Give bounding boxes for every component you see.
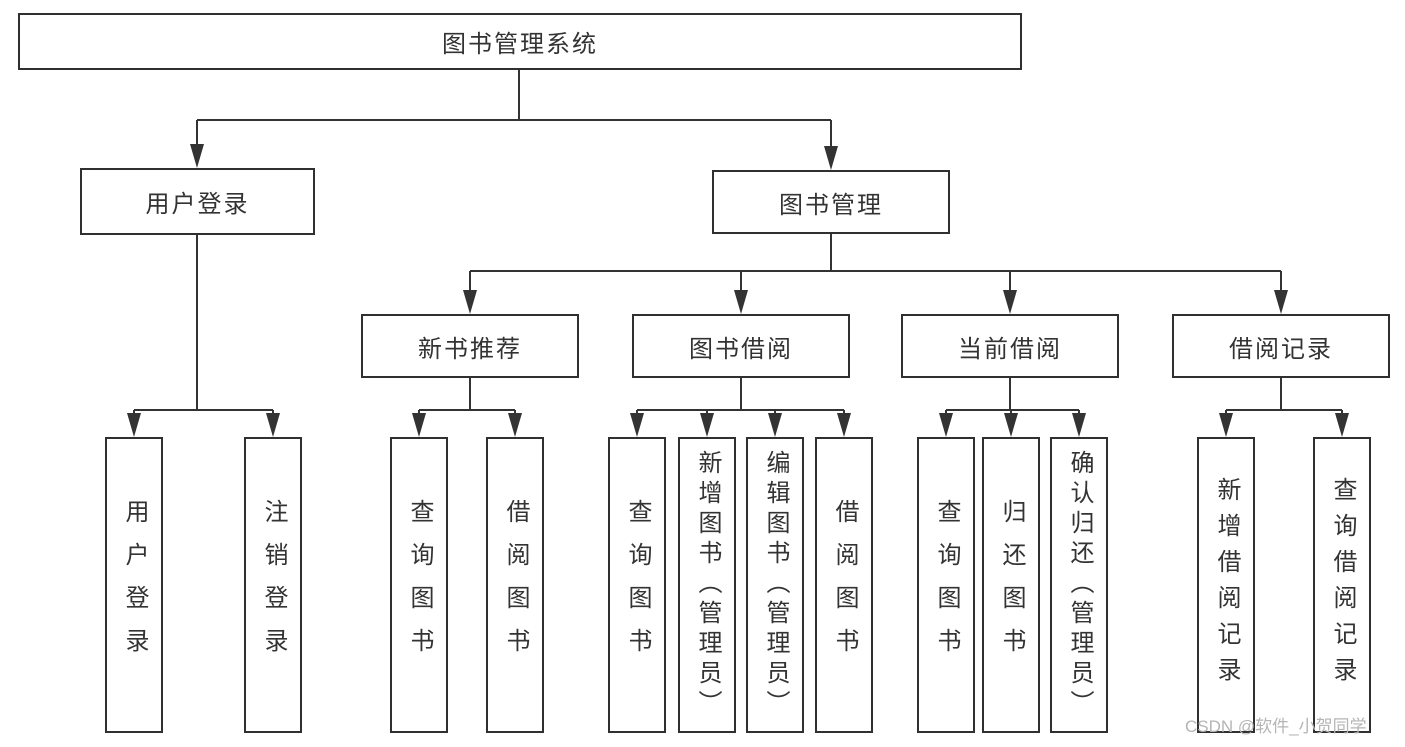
node-new-book-recommend: 新书推荐	[361, 314, 579, 378]
arrowheads	[127, 144, 1349, 437]
leaf-add-books-admin: 新增图书（管理员）	[678, 437, 736, 733]
node-library-system: 图书管理系统	[18, 13, 1022, 70]
leaf-return-books: 归还图书	[982, 437, 1040, 733]
node-library-system-label: 图书管理系统	[442, 31, 598, 58]
leaf-borrow-books: 借阅图书	[815, 437, 873, 733]
node-user-login-label: 用户登录	[145, 191, 250, 218]
leaf-borrow-books-recommend: 借阅图书	[486, 437, 544, 733]
node-current-borrowing: 当前借阅	[901, 314, 1119, 378]
leaf-query-books-recommend-label: 查询图书	[406, 499, 433, 671]
leaf-return-books-label: 归还图书	[998, 499, 1025, 671]
leaf-query-books-current: 查询图书	[917, 437, 975, 733]
leaf-confirm-return-admin-label: 确认归还（管理员）	[1066, 450, 1093, 720]
leaf-add-borrow-record-label: 新增借阅记录	[1213, 477, 1240, 693]
node-book-borrowing: 图书借阅	[632, 314, 850, 378]
node-borrow-records-label: 借阅记录	[1229, 335, 1333, 363]
node-book-borrowing-label: 图书借阅	[689, 335, 793, 363]
leaf-borrow-books-recommend-label: 借阅图书	[502, 499, 529, 671]
leaf-query-books-borrowing: 查询图书	[608, 437, 666, 733]
leaf-query-books-current-label: 查询图书	[933, 499, 960, 671]
csdn-watermark: CSDN @软件_小贺同学	[1185, 717, 1367, 736]
leaf-add-books-admin-label: 新增图书（管理员）	[694, 450, 721, 720]
leaf-query-books-borrowing-label: 查询图书	[624, 499, 651, 671]
leaf-user-login-label: 用户登录	[121, 499, 148, 671]
leaf-edit-books-admin-label: 编辑图书（管理员）	[762, 450, 789, 720]
node-current-borrowing-label: 当前借阅	[958, 335, 1062, 363]
node-book-management-label: 图书管理	[779, 191, 883, 219]
leaf-edit-books-admin: 编辑图书（管理员）	[746, 437, 804, 733]
leaf-borrow-books-label: 借阅图书	[831, 499, 858, 671]
leaf-confirm-return-admin: 确认归还（管理员）	[1050, 437, 1108, 733]
leaf-query-borrow-record: 查询借阅记录	[1313, 437, 1371, 733]
node-borrow-records: 借阅记录	[1172, 314, 1390, 378]
leaf-query-borrow-record-label: 查询借阅记录	[1329, 477, 1356, 693]
leaf-logout: 注销登录	[244, 437, 302, 733]
node-user-login: 用户登录	[80, 168, 315, 235]
leaf-user-login: 用户登录	[105, 437, 163, 733]
leaf-add-borrow-record: 新增借阅记录	[1197, 437, 1255, 733]
leaf-query-books-recommend: 查询图书	[390, 437, 448, 733]
leaf-logout-label: 注销登录	[260, 499, 287, 671]
node-book-management: 图书管理	[712, 170, 950, 234]
node-new-book-recommend-label: 新书推荐	[418, 335, 522, 363]
